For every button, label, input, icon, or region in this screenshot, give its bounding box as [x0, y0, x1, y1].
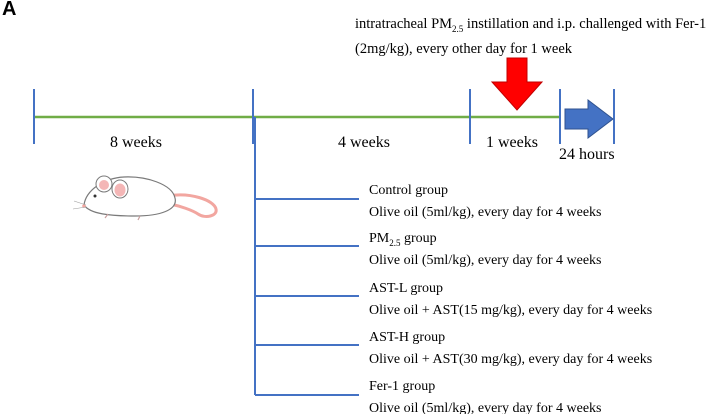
period-label-4-weeks: 4 weeks	[338, 134, 390, 151]
period-label-8-weeks: 8 weeks	[110, 134, 162, 151]
group-detail: Olive oil (5ml/kg), every day for 4 week…	[369, 204, 602, 220]
group-name: Fer-1 group	[369, 379, 436, 394]
group-control: Control group Olive oil (5ml/kg), every …	[369, 182, 602, 222]
group-detail: Olive oil (5ml/kg), every day for 4 week…	[369, 252, 602, 268]
group-name: Control group	[369, 183, 448, 198]
period-label-24-hours: 24 hours	[559, 146, 615, 163]
period-label-1-weeks: 1 weeks	[486, 134, 538, 151]
group-ast-h: AST-H group Olive oil + AST(30 mg/kg), e…	[369, 329, 652, 369]
group-detail: Olive oil + AST(15 mg/kg), every day for…	[369, 302, 653, 318]
group-fer-1: Fer-1 group Olive oil (5ml/kg), every da…	[369, 378, 602, 414]
group-pm25: PM2.5 group Olive oil (5ml/kg), every da…	[369, 230, 602, 270]
treatment-note: intratracheal PM2.5 instillation and i.p…	[355, 14, 706, 59]
group-detail: Olive oil + AST(30 mg/kg), every day for…	[369, 351, 653, 367]
blue-right-arrow-icon	[564, 98, 614, 140]
group-name: AST-L group	[369, 281, 444, 296]
group-name: AST-H group	[369, 330, 446, 345]
group-detail: Olive oil (5ml/kg), every day for 4 week…	[369, 400, 602, 414]
panel-label: A	[2, 0, 17, 20]
treatment-note-line1: intratracheal PM2.5 instillation and i.p…	[355, 16, 707, 34]
treatment-note-line2: (2mg/kg), every other day for 1 week	[355, 40, 573, 57]
mouse-icon	[72, 175, 218, 221]
red-down-arrow-icon	[490, 57, 544, 111]
group-ast-l: AST-L group Olive oil + AST(15 mg/kg), e…	[369, 280, 652, 320]
group-name: PM2.5 group	[369, 231, 437, 248]
